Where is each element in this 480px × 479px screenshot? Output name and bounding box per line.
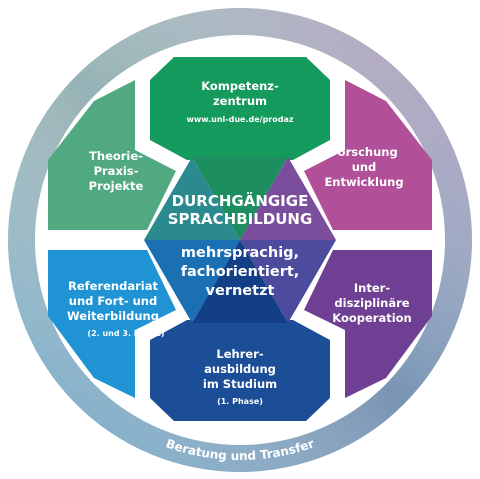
- center-tri-bottom: [192, 240, 288, 323]
- interdisziplinaer-line3: Kooperation: [332, 311, 412, 325]
- referendariat-line3: Weiterbildung: [67, 309, 159, 323]
- referendariat-line2: und Fort- und: [69, 294, 157, 308]
- center-hexagon: [144, 157, 336, 323]
- segment-referendariat[interactable]: [48, 250, 176, 398]
- lehrer-line1: Lehrer-: [216, 347, 263, 361]
- referendariat-line1: Referendariat: [68, 279, 158, 293]
- center-tri-lower-left: [144, 240, 240, 323]
- center-sub-line2: fachorientiert,: [181, 264, 300, 280]
- forschung-line1: Forschung: [330, 145, 397, 159]
- theorie-line1: Theorie-: [89, 149, 143, 163]
- interdisziplinaer-line1: Inter-: [354, 281, 390, 295]
- theorie-line3: Projekte: [89, 179, 144, 193]
- segment-lehrerausbildung[interactable]: [150, 320, 330, 421]
- center-tri-top: [192, 157, 288, 240]
- kompetenz-line1: Kompetenz-: [201, 79, 279, 93]
- referendariat-note: (2. und 3. Phase): [87, 329, 164, 338]
- center-tri-upper-left: [144, 157, 240, 240]
- interdisziplinaer-line2: disziplinäre: [334, 296, 409, 310]
- theorie-line2: Praxis-: [94, 164, 139, 178]
- forschung-line3: Entwicklung: [324, 175, 403, 189]
- segment-kompetenzzentrum[interactable]: [150, 57, 330, 160]
- forschung-line2: und: [352, 160, 377, 174]
- center-title-line1: DURCHGÄNGIGE: [172, 191, 309, 210]
- kompetenz-line2: zentrum: [213, 94, 267, 108]
- center-sub-line3: vernetzt: [206, 283, 275, 299]
- center-sub-line1: mehrsprachig,: [181, 245, 299, 261]
- segment-interdisziplinaer[interactable]: [304, 250, 432, 398]
- lehrer-note: (1. Phase): [217, 397, 263, 406]
- segment-forschung[interactable]: [304, 80, 432, 230]
- lehrer-line3: im Studium: [203, 377, 277, 391]
- center-tri-lower-right: [240, 240, 336, 323]
- kompetenz-url[interactable]: www.uni-due.de/prodaz: [186, 115, 293, 124]
- center-tri-upper-right: [240, 157, 336, 240]
- center-title-line2: SPRACHBILDUNG: [168, 210, 313, 228]
- segment-theorie[interactable]: [48, 80, 176, 230]
- lehrer-line2: ausbildung: [204, 362, 276, 376]
